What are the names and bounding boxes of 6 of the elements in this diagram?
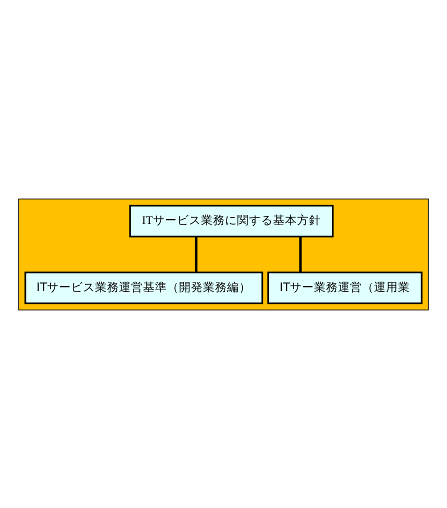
cluster [18,198,429,310]
connector [194,236,198,272]
node-box: ITサー業務運営（運用業 [267,271,422,304]
connector [299,236,302,272]
node-box: ITサービス業務運営基準（開発業務編） [24,271,264,304]
node-box: ITサービス業務に関する基本方針 [129,204,334,237]
